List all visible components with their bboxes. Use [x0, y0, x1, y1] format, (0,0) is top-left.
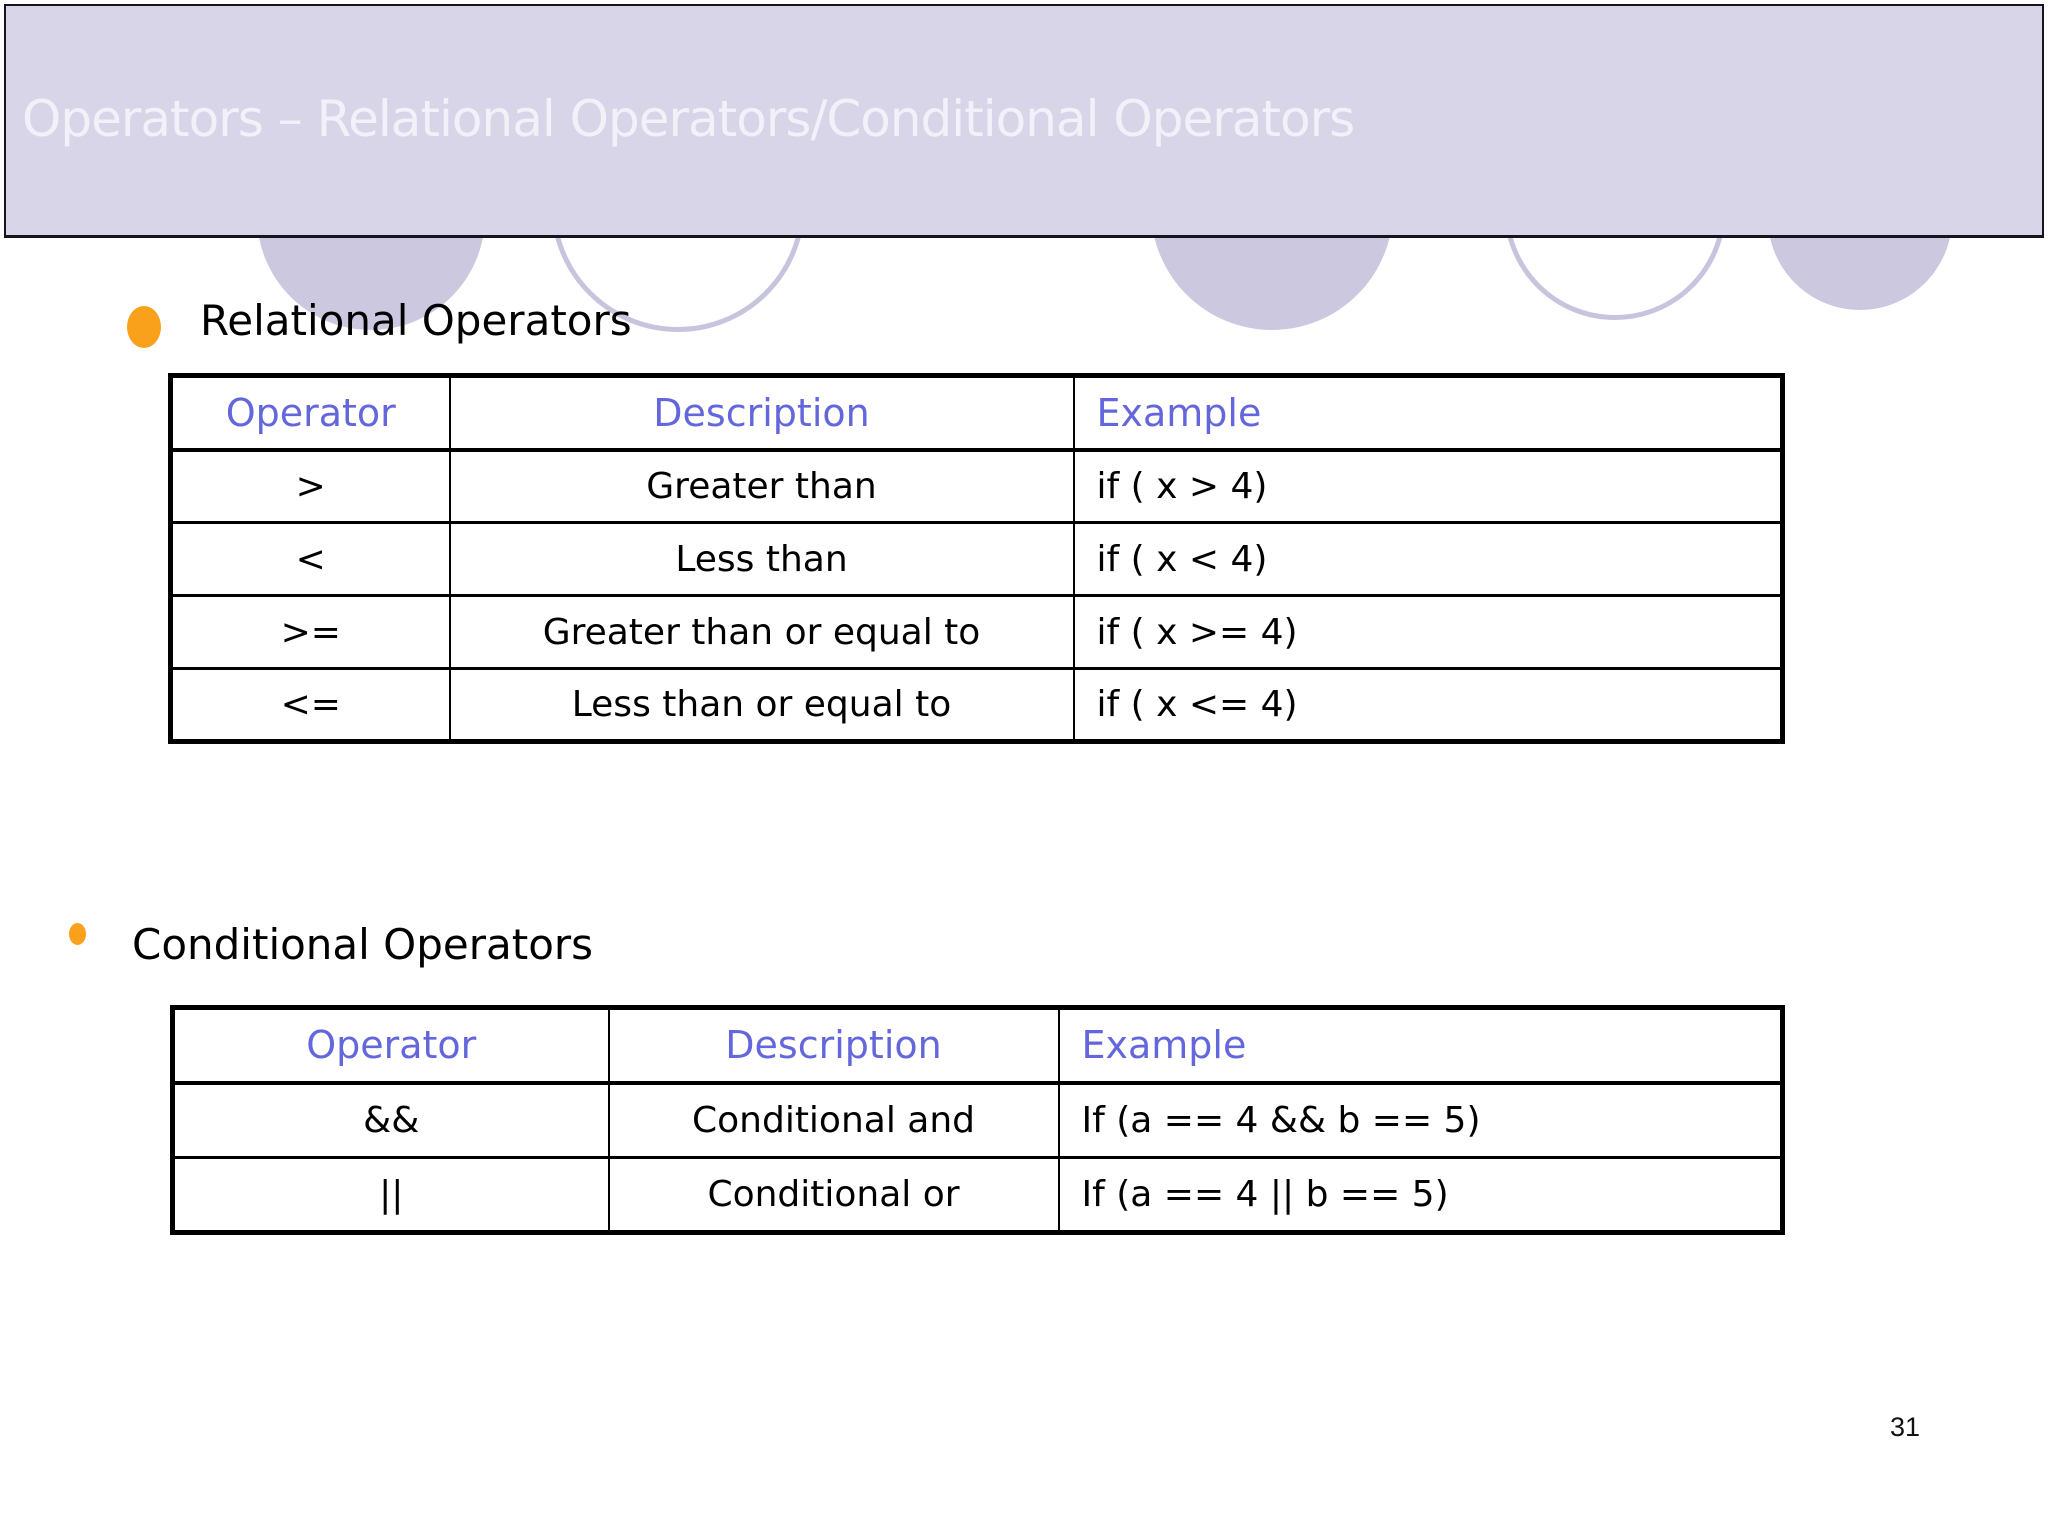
description-cell: Conditional or: [607, 1156, 1060, 1234]
table-row: && Conditional and If (a == 4 && b == 5): [171, 1081, 1784, 1159]
table-row: || Conditional or If (a == 4 || b == 5): [171, 1156, 1784, 1234]
description-cell: Conditional and: [607, 1081, 1060, 1159]
operator-cell: >: [169, 448, 451, 524]
table-header-row: Operator Description Example: [169, 374, 1784, 452]
table-row: >= Greater than or equal to if ( x >= 4): [169, 594, 1784, 670]
description-cell: Less than or equal to: [448, 667, 1075, 743]
table-row: < Less than if ( x < 4): [169, 521, 1784, 597]
section-heading-relational: Relational Operators: [200, 296, 632, 345]
operator-cell: &&: [171, 1081, 610, 1159]
description-cell: Less than: [448, 521, 1075, 597]
description-cell: Greater than: [448, 448, 1075, 524]
column-header-description: Description: [607, 1006, 1060, 1085]
table-header-row: Operator Description Example: [171, 1006, 1784, 1085]
page-number: 31: [1890, 1412, 1921, 1442]
operator-cell: ||: [171, 1156, 610, 1234]
bullet-icon: [127, 306, 161, 348]
column-header-example: Example: [1057, 1006, 1784, 1085]
example-cell: if ( x < 4): [1072, 521, 1784, 597]
example-cell: if ( x >= 4): [1072, 594, 1784, 670]
description-cell: Greater than or equal to: [448, 594, 1075, 670]
column-header-description: Description: [448, 374, 1075, 452]
conditional-operators-table: Operator Description Example && Conditio…: [170, 1005, 1785, 1235]
slide-title: Operators – Relational Operators/Conditi…: [22, 90, 1355, 148]
column-header-example: Example: [1072, 374, 1784, 452]
example-cell: if ( x > 4): [1072, 448, 1784, 524]
column-header-operator: Operator: [169, 374, 451, 452]
slide-header-bar: Operators – Relational Operators/Conditi…: [4, 4, 2044, 238]
table-row: > Greater than if ( x > 4): [169, 448, 1784, 524]
example-cell: If (a == 4 || b == 5): [1057, 1156, 1784, 1234]
bullet-icon: [69, 923, 86, 945]
example-cell: If (a == 4 && b == 5): [1057, 1081, 1784, 1159]
operator-cell: <=: [169, 667, 451, 743]
relational-operators-table: Operator Description Example > Greater t…: [168, 373, 1785, 744]
operator-cell: <: [169, 521, 451, 597]
operator-cell: >=: [169, 594, 451, 670]
column-header-operator: Operator: [171, 1006, 610, 1085]
example-cell: if ( x <= 4): [1072, 667, 1784, 743]
table-row: <= Less than or equal to if ( x <= 4): [169, 667, 1784, 743]
section-heading-conditional: Conditional Operators: [132, 920, 594, 969]
